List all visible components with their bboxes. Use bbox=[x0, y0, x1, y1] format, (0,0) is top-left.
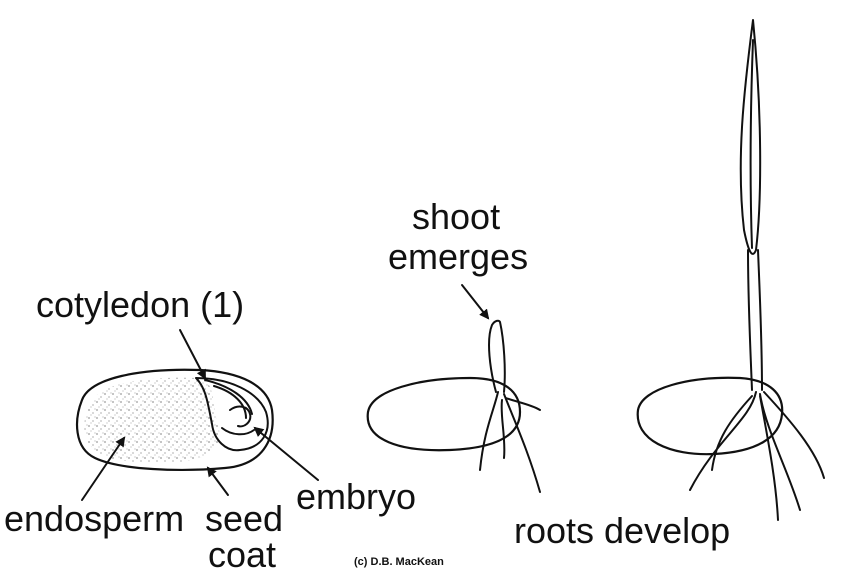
seed-coat-arrow bbox=[206, 466, 229, 496]
seed-3-outer bbox=[636, 376, 784, 456]
embryo-arrow bbox=[253, 426, 319, 481]
endosperm-label: endosperm bbox=[4, 498, 185, 539]
shoot-label-line1: shoot bbox=[412, 196, 501, 237]
cotyledon-curve bbox=[204, 379, 253, 419]
roots-label: roots develop bbox=[514, 510, 731, 551]
leaf-blade bbox=[739, 19, 762, 255]
seed-2-germinating bbox=[366, 319, 541, 493]
seed-2-outer bbox=[366, 376, 522, 452]
embryo-label: embryo bbox=[296, 476, 417, 517]
embryo-outline bbox=[195, 377, 269, 452]
endosperm-region bbox=[84, 377, 220, 463]
endosperm-arrow bbox=[81, 436, 126, 501]
seed-coat-label-line2: coat bbox=[208, 534, 277, 575]
roots-2 bbox=[479, 391, 541, 493]
shoot-2 bbox=[488, 319, 506, 393]
leaf-midrib bbox=[749, 39, 754, 249]
seedling-stem bbox=[747, 249, 763, 391]
cotyledon-arrow bbox=[179, 329, 206, 380]
embryo-detail bbox=[221, 405, 255, 436]
seed-1-cross-section bbox=[76, 368, 274, 471]
credit-label: (c) D.B. MacKean bbox=[354, 556, 444, 568]
shoot-arrow bbox=[461, 284, 490, 320]
seed-coat-label-line1: seed bbox=[205, 498, 284, 539]
seedling-3 bbox=[636, 19, 825, 521]
shoot-label-line2: emerges bbox=[388, 236, 529, 277]
cotyledon-label: cotyledon (1) bbox=[36, 284, 245, 325]
roots-3 bbox=[689, 391, 825, 521]
